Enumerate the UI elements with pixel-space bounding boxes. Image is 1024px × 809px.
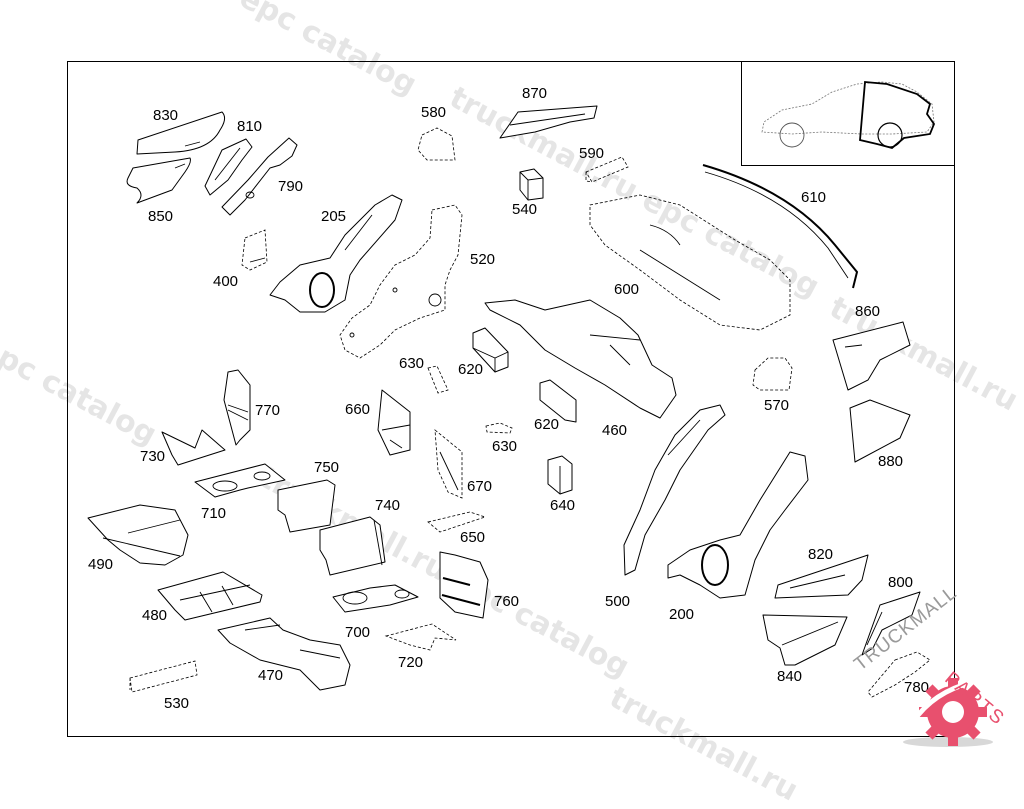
part-830[interactable]: [136, 111, 226, 155]
part-760[interactable]: [439, 551, 489, 619]
callout-620[interactable]: 620: [458, 361, 484, 378]
part-810[interactable]: [204, 138, 253, 196]
callout-650[interactable]: 650: [460, 529, 486, 546]
part-590[interactable]: [585, 156, 629, 183]
callout-720[interactable]: 720: [398, 654, 424, 671]
callout-520[interactable]: 520: [470, 251, 496, 268]
callout-710[interactable]: 710: [201, 505, 227, 522]
part-770[interactable]: [223, 369, 251, 446]
callout-870[interactable]: 870: [522, 85, 548, 102]
diagram-frame: [67, 61, 955, 737]
callout-500[interactable]: 500: [605, 593, 631, 610]
callout-750[interactable]: 750: [314, 459, 340, 476]
callout-400[interactable]: 400: [213, 273, 239, 290]
part-530[interactable]: [129, 660, 198, 693]
callout-600[interactable]: 600: [614, 281, 640, 298]
callout-490[interactable]: 490: [88, 556, 114, 573]
part-620b[interactable]: [539, 379, 577, 423]
callout-860[interactable]: 860: [855, 303, 881, 320]
part-850[interactable]: [126, 157, 191, 204]
callout-460[interactable]: 460: [602, 422, 628, 439]
part-500[interactable]: [623, 404, 726, 576]
callout-820[interactable]: 820: [808, 546, 834, 563]
part-650[interactable]: [427, 511, 487, 533]
part-800[interactable]: [861, 591, 921, 656]
part-610[interactable]: [702, 164, 859, 289]
callout-770[interactable]: 770: [255, 402, 281, 419]
part-470[interactable]: [217, 617, 351, 691]
callout-570[interactable]: 570: [764, 397, 790, 414]
part-520[interactable]: [339, 204, 463, 359]
part-620a[interactable]: [472, 327, 509, 373]
callout-620[interactable]: 620: [534, 416, 560, 433]
callout-205[interactable]: 205: [321, 208, 347, 225]
car-silhouette-icon: [761, 81, 936, 149]
callout-660[interactable]: 660: [345, 401, 371, 418]
callout-580[interactable]: 580: [421, 104, 447, 121]
part-400[interactable]: [241, 229, 268, 271]
part-460[interactable]: [484, 299, 677, 419]
callout-640[interactable]: 640: [550, 497, 576, 514]
callout-700[interactable]: 700: [345, 624, 371, 641]
callout-470[interactable]: 470: [258, 667, 284, 684]
callout-200[interactable]: 200: [669, 606, 695, 623]
callout-760[interactable]: 760: [494, 593, 520, 610]
truckmall-parts-logo: TRUCKMALL PARTS: [850, 582, 1024, 750]
part-600[interactable]: [589, 194, 791, 331]
callout-730[interactable]: 730: [140, 448, 166, 465]
parts-drawing: [87, 105, 931, 698]
callout-630[interactable]: 630: [492, 438, 518, 455]
callout-810[interactable]: 810: [237, 118, 263, 135]
part-730[interactable]: [161, 429, 226, 466]
callout-530[interactable]: 530: [164, 695, 190, 712]
part-580[interactable]: [417, 127, 456, 161]
callout-480[interactable]: 480: [142, 607, 168, 624]
callout-540[interactable]: 540: [512, 201, 538, 218]
part-780[interactable]: [867, 651, 931, 698]
part-840[interactable]: [762, 614, 848, 666]
part-750[interactable]: [277, 479, 336, 533]
callout-850[interactable]: 850: [148, 208, 174, 225]
part-490[interactable]: [87, 504, 189, 566]
part-880[interactable]: [849, 399, 911, 463]
vehicle-inset-thumbnail: [741, 61, 955, 166]
part-630b[interactable]: [485, 422, 513, 434]
callout-880[interactable]: 880: [878, 453, 904, 470]
part-740[interactable]: [319, 516, 386, 576]
part-710[interactable]: [194, 463, 286, 498]
callout-800[interactable]: 800: [888, 574, 914, 591]
part-670[interactable]: [434, 429, 463, 499]
part-700[interactable]: [332, 584, 419, 613]
callout-630[interactable]: 630: [399, 355, 425, 372]
part-720[interactable]: [384, 623, 457, 651]
callout-590[interactable]: 590: [579, 145, 605, 162]
part-820[interactable]: [774, 554, 869, 599]
callout-830[interactable]: 830: [153, 107, 179, 124]
part-870[interactable]: [499, 105, 598, 139]
part-480[interactable]: [157, 571, 263, 621]
callout-670[interactable]: 670: [467, 478, 493, 495]
part-540[interactable]: [519, 168, 544, 201]
part-640[interactable]: [547, 455, 573, 495]
gear-logo-icon: [903, 678, 993, 747]
part-660[interactable]: [377, 389, 411, 456]
part-205[interactable]: [269, 194, 403, 313]
part-790[interactable]: [221, 137, 298, 216]
callout-790[interactable]: 790: [278, 178, 304, 195]
part-860[interactable]: [832, 321, 911, 391]
part-570[interactable]: [752, 357, 793, 391]
callout-740[interactable]: 740: [375, 497, 401, 514]
callout-840[interactable]: 840: [777, 668, 803, 685]
part-630a[interactable]: [427, 365, 449, 394]
callout-780[interactable]: 780: [904, 679, 930, 696]
callout-610[interactable]: 610: [801, 189, 827, 206]
part-200[interactable]: [667, 451, 809, 599]
